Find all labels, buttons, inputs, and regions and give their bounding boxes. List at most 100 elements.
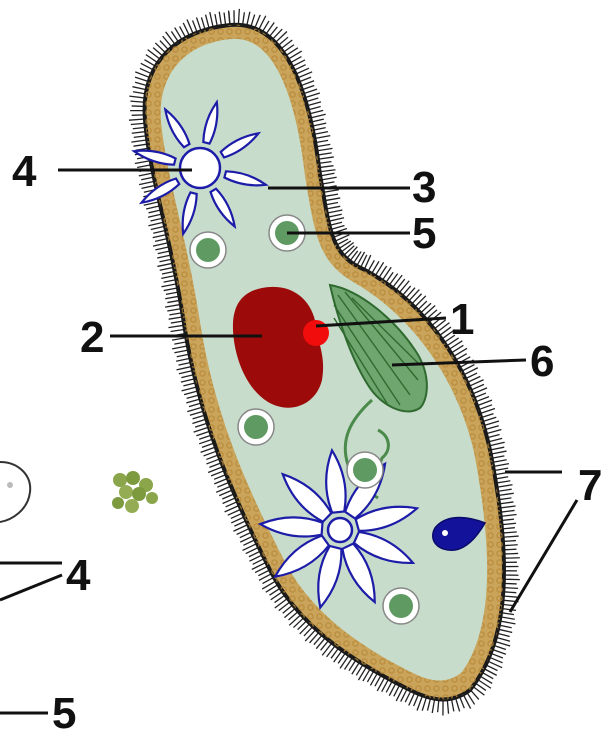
label-3-cytoplasm: 3 [412, 163, 436, 212]
cilium [148, 50, 161, 60]
cilium [303, 89, 317, 94]
cilium [500, 510, 514, 512]
cilium [151, 226, 165, 229]
cilium [192, 419, 206, 423]
cilium [499, 502, 513, 504]
cilium [497, 489, 511, 491]
cilium [405, 288, 415, 299]
cilium [317, 148, 333, 151]
cilium [210, 12, 213, 28]
food-vacuole [238, 409, 274, 445]
label-7-cilia: 7 [578, 461, 602, 510]
cilium [148, 214, 162, 217]
cilium [131, 123, 145, 124]
food-vacuole [383, 588, 419, 624]
cilium [498, 493, 514, 495]
label-1-nucleolus: 1 [450, 295, 474, 344]
cilium [146, 206, 160, 209]
cilium [493, 464, 509, 467]
cilium [392, 275, 402, 288]
cilium [491, 653, 503, 658]
cilium [310, 114, 326, 118]
cilium [190, 411, 204, 415]
vacuole-center [180, 148, 220, 188]
cilium [344, 246, 355, 256]
cilium [494, 645, 506, 649]
cilium [503, 536, 519, 537]
cilium [455, 698, 459, 712]
cilium [319, 166, 333, 168]
cilium [184, 391, 198, 395]
label-2-macronucleus: 2 [80, 313, 104, 362]
cilium [496, 637, 510, 641]
cilium [339, 241, 351, 249]
cilium [327, 210, 343, 213]
cilium [165, 304, 181, 307]
cilium [247, 12, 250, 26]
cilium [161, 284, 177, 287]
cilium [324, 194, 338, 196]
cilium [305, 93, 320, 98]
cilium [196, 431, 210, 436]
cilium [179, 371, 193, 374]
cilium [164, 288, 178, 291]
cilium [502, 523, 516, 524]
cilium [485, 426, 499, 430]
cilium [275, 32, 287, 43]
vacuole-center [328, 518, 352, 542]
cilium [310, 632, 320, 643]
cilium [255, 15, 260, 28]
cilium [482, 417, 496, 421]
cilium [199, 439, 213, 444]
cilium [340, 655, 349, 668]
cilium [238, 9, 239, 25]
cilium [133, 144, 147, 146]
cilium [500, 506, 516, 508]
cilium [229, 11, 230, 25]
cilium [135, 161, 151, 164]
cilium [497, 485, 513, 487]
cilium [293, 618, 303, 628]
cilium [412, 294, 422, 304]
cilium [495, 641, 510, 646]
cilium [399, 281, 409, 293]
cilium [322, 643, 332, 656]
left-partial-cell [0, 462, 30, 522]
cilium [211, 471, 224, 476]
cilium [491, 451, 507, 454]
label-4-contractile-vacuole: 4 [12, 147, 37, 196]
cilium [153, 243, 169, 246]
cilium [132, 87, 146, 90]
cilium [231, 513, 243, 518]
label-5-left: 5 [52, 689, 76, 738]
cilium [129, 96, 145, 98]
food-particle-cluster [112, 471, 158, 513]
cilium [194, 427, 209, 432]
cilium [490, 447, 504, 450]
cilium [484, 421, 499, 426]
cilium [155, 247, 169, 250]
cilium [157, 263, 173, 266]
cilium [382, 267, 391, 280]
food-vacuole [347, 452, 383, 488]
cilium [289, 615, 301, 626]
cilium [139, 173, 153, 176]
cilium [420, 303, 431, 313]
cilium [423, 305, 435, 316]
cilium [171, 329, 185, 331]
cilium [478, 405, 492, 410]
cilium [167, 309, 181, 311]
cilium [153, 234, 167, 237]
cilium [314, 132, 328, 135]
cilium [214, 478, 227, 483]
cilium [137, 165, 151, 168]
food-vacuole [190, 232, 226, 268]
cilium [494, 468, 508, 471]
cilium [186, 399, 200, 403]
cilium [169, 317, 183, 319]
cilium [203, 451, 217, 456]
cilium [316, 638, 325, 649]
cilium [300, 624, 310, 634]
cilium [165, 296, 179, 299]
cilium [415, 296, 426, 307]
